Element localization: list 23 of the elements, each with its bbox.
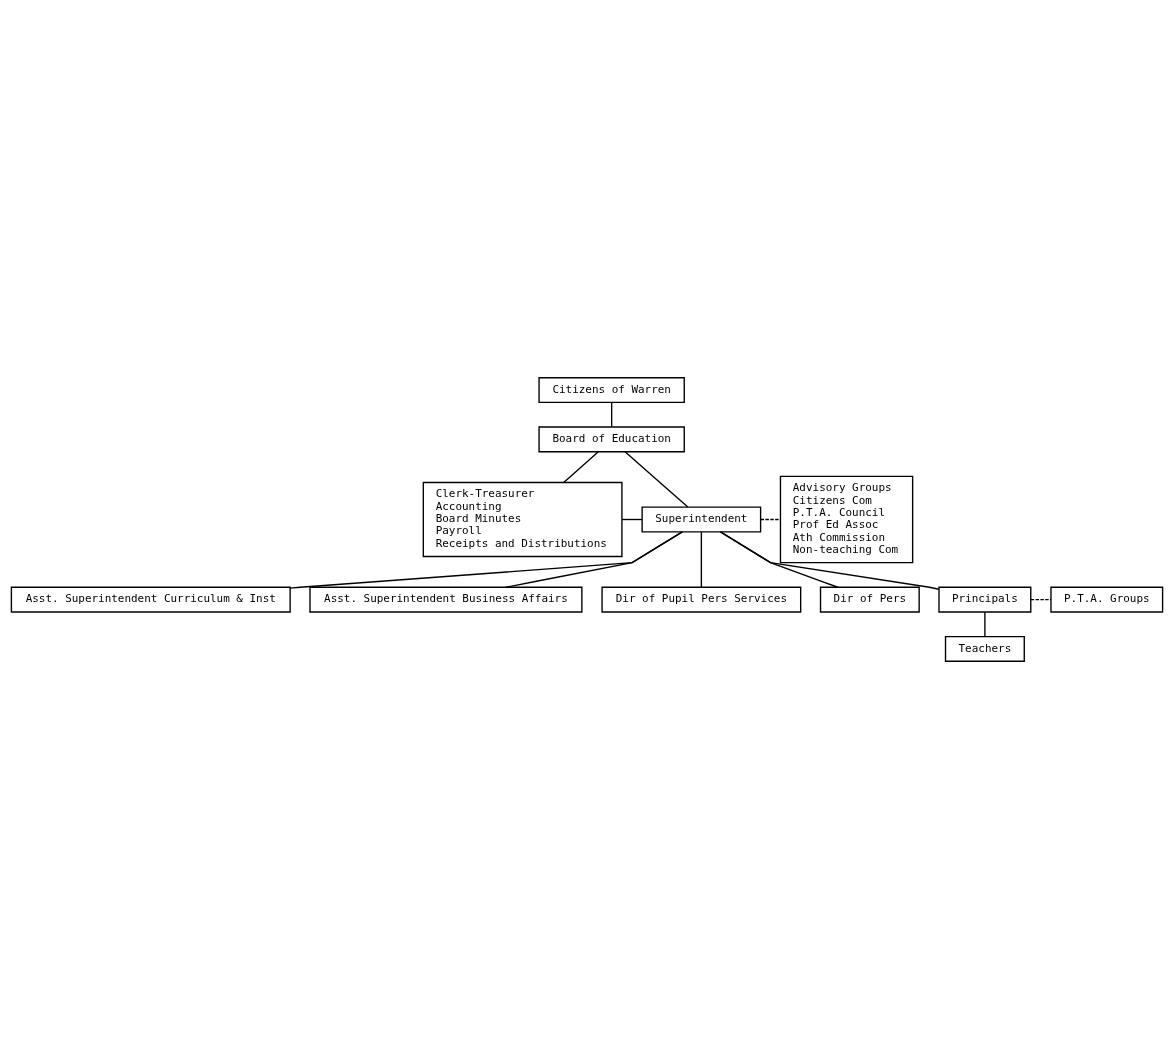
node-box: P.T.A. Groups [1050,586,1164,613]
connector [624,451,689,508]
node-box: Citizens of Warren [538,377,685,404]
connector [289,531,683,589]
node-box: Teachers [944,635,1025,662]
node-box: Dir of Pers [819,586,920,613]
connector [719,531,940,590]
connector [984,611,986,638]
node-box: Superintendent [641,506,762,533]
node-box: Advisory Groups Citizens Com P.T.A. Council Prof Ed Assoc Ath Commission Non-teaching Com [779,475,914,564]
node-box: Principals [938,586,1032,613]
connector [760,518,782,521]
connector [563,451,599,484]
connector [621,518,643,521]
connector [700,531,703,588]
connector [1030,598,1052,601]
connector [610,401,613,428]
node-box: Asst. Superintendent Business Affairs [309,586,583,613]
node-box: Board of Education [538,426,685,453]
node-box: Dir of Pupil Pers Services [601,586,802,613]
connector [505,531,683,588]
node-box: Clerk-Treasurer Accounting Board Minutes Payroll Receipts and Distributions [422,481,623,558]
node-box: Asst. Superintendent Curriculum & Inst [10,586,291,613]
